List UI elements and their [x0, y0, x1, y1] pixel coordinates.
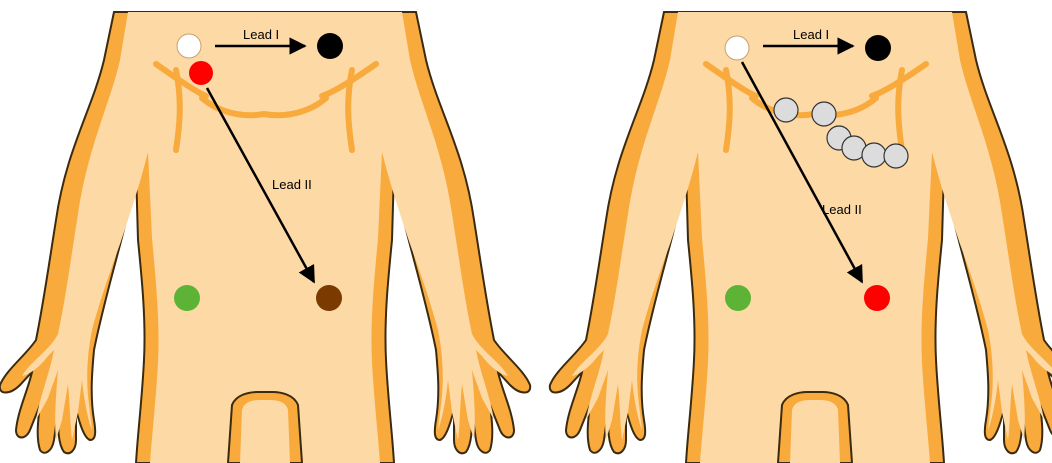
left-lead-i-label: Lead I: [243, 27, 279, 42]
right-red-electrode: [864, 285, 890, 311]
left-red-electrode: [189, 61, 213, 85]
left-black-electrode: [317, 33, 343, 59]
precordial-electrode-v6: [884, 144, 908, 168]
right-white-electrode: [725, 36, 749, 60]
precordial-electrode-v5: [862, 143, 886, 167]
right-torso-silhouette: [550, 12, 1052, 463]
right-lead-i-label: Lead I: [793, 27, 829, 42]
right-panel: [550, 12, 1052, 463]
right-green-electrode: [725, 285, 751, 311]
left-panel: [0, 12, 530, 463]
right-black-electrode: [865, 35, 891, 61]
left-white-electrode: [177, 34, 201, 58]
precordial-electrode-v1: [774, 98, 798, 122]
left-green-electrode: [174, 285, 200, 311]
right-lead-ii-label: Lead II: [822, 202, 862, 217]
left-brown-electrode: [316, 285, 342, 311]
precordial-electrode-v2: [812, 102, 836, 126]
left-lead-ii-label: Lead II: [272, 177, 312, 192]
left-torso-silhouette: [0, 12, 530, 463]
